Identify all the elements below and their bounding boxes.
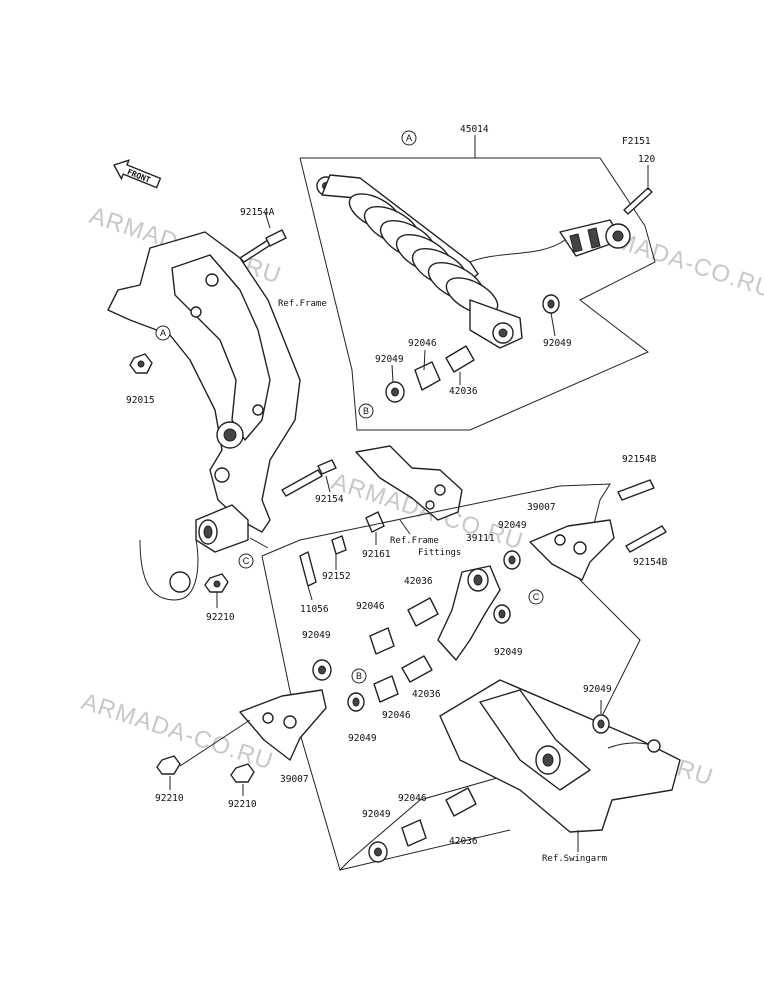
label-92015: 92015 <box>126 395 155 406</box>
label-39111: 39111 <box>466 533 495 544</box>
frame-fittings-bracket <box>355 445 463 535</box>
label-92049-link-bottom: 92049 <box>348 733 377 744</box>
label-39007-left: 39007 <box>280 774 309 785</box>
frame-bracket <box>107 211 337 608</box>
ref-frame: Ref.Frame <box>278 299 327 309</box>
callout-a-frame <box>155 325 171 341</box>
label-92046-shock: 92046 <box>408 338 437 349</box>
label-42036-shock: 42036 <box>449 386 478 397</box>
preload-adjuster <box>559 219 631 257</box>
label-92161: 92161 <box>362 549 391 560</box>
ref-swingarm: Ref.Swingarm <box>542 854 607 864</box>
shock-spring <box>348 193 499 315</box>
label-92049-link-left: 92049 <box>302 630 331 641</box>
label-92049-swingarm-lower: 92049 <box>362 809 391 820</box>
label-92210-left: 92210 <box>155 793 184 804</box>
label-11056: 11056 <box>300 604 329 615</box>
label-92154: 92154 <box>315 494 344 505</box>
label-92046-swingarm: 92046 <box>398 793 427 804</box>
callouts: A A B B C C <box>155 130 544 684</box>
part-labels: 45014 F2151 120 92154A 92015 92046 92049… <box>126 124 668 847</box>
front-arrow-icon: FRONT <box>112 159 162 189</box>
callout-b-link-label: B <box>356 671 362 681</box>
label-45014: 45014 <box>460 124 489 135</box>
label-92154b-bottom: 92154B <box>633 557 668 568</box>
callout-b-link <box>351 668 367 684</box>
label-92210-right: 92210 <box>228 799 257 810</box>
label-42036-swingarm: 42036 <box>449 836 478 847</box>
ref-frame-fittings-line2: Fittings <box>418 548 461 558</box>
label-92210-frame: 92210 <box>206 612 235 623</box>
reference-labels: Ref.Frame Ref.Frame Fittings Ref.Swingar… <box>278 299 607 864</box>
label-f2151: F2151 <box>622 136 651 147</box>
label-39007-right: 39007 <box>527 502 556 513</box>
label-92152: 92152 <box>322 571 351 582</box>
label-92049-shock-right: 92049 <box>543 338 572 349</box>
callout-a-frame-label: A <box>160 328 166 338</box>
label-92049-shock-left: 92049 <box>375 354 404 365</box>
shock-absorber-group <box>299 135 656 431</box>
label-92154b-top: 92154B <box>622 454 657 465</box>
label-92049-link-top: 92049 <box>498 520 527 531</box>
label-92049-swingarm: 92049 <box>583 684 612 695</box>
ref-frame-fittings-line1: Ref.Frame <box>390 536 439 546</box>
callout-c-link-label: C <box>533 592 540 602</box>
swingarm <box>368 679 681 863</box>
callout-c-link <box>528 589 544 605</box>
callout-b-shock <box>358 403 374 419</box>
label-42036-link-lower: 42036 <box>412 689 441 700</box>
callout-a-top <box>401 130 417 146</box>
label-92046-link-upper: 92046 <box>356 601 385 612</box>
callout-b-shock-label: B <box>363 406 369 416</box>
label-92046-link-lower: 92046 <box>382 710 411 721</box>
label-120: 120 <box>638 154 655 165</box>
callout-a-top-label: A <box>406 133 412 143</box>
linkage-group <box>156 479 667 871</box>
mid-small-parts <box>299 511 385 601</box>
label-92049-link-right: 92049 <box>494 647 523 658</box>
label-42036-link-upper: 42036 <box>404 576 433 587</box>
callout-c-frame <box>238 553 254 569</box>
label-92154a: 92154A <box>240 207 275 218</box>
callout-c-frame-label: C <box>243 556 250 566</box>
